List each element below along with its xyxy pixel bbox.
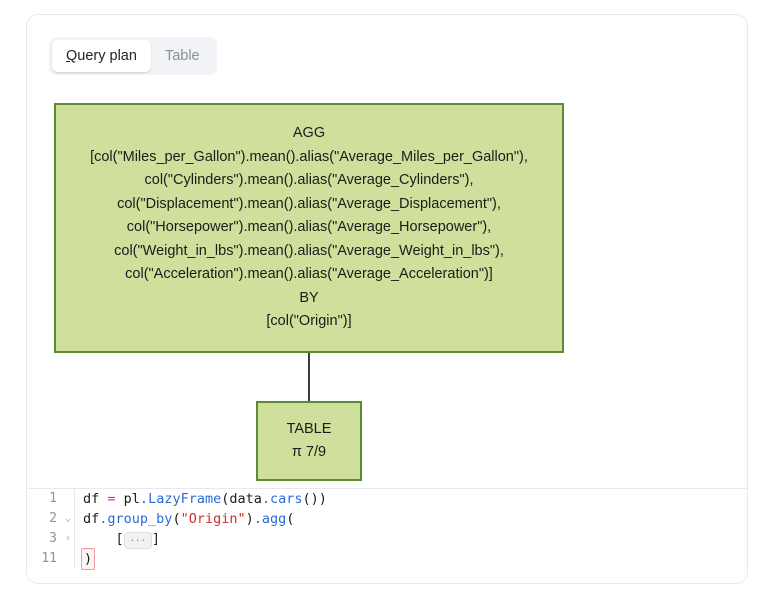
code-line-3-text: [...] [83,529,160,549]
code-token: cars [270,491,303,507]
matching-bracket: ) [81,548,96,570]
code-line: 3 › [...] [27,529,747,549]
agg-node-expr-5: col("Weight_in_lbs").mean().alias("Avera… [114,242,504,259]
line-number: 3 [49,531,57,546]
agg-node-by-keyword: BY [299,289,319,306]
code-token: [ [83,531,124,547]
code-token: . [253,511,262,527]
collapsed-code-widget[interactable]: ... [123,532,152,549]
code-token: (data [221,491,262,507]
plan-node-table[interactable]: TABLE π 7/9 [256,401,362,481]
fold-expand-icon[interactable]: › [64,533,72,544]
code-line: 1 df = pl.LazyFrame(data.cars()) [27,489,747,509]
line-number: 2 [49,511,57,526]
line-number: 1 [49,491,57,506]
code-line-11-text: ) [81,548,96,570]
code-token: ) [245,511,254,527]
agg-node-title: AGG [292,125,326,142]
code-token: ( [172,511,181,527]
tab-query-plan-label: uery plan [77,47,137,64]
view-tabs: Query plan Table [49,37,217,75]
code-token: pl [115,491,140,507]
code-token: . [139,491,149,507]
gutter-separator [74,549,75,569]
code-line: 2 ⌄ df.group_by("Origin").agg( [27,509,747,529]
code-token: agg [261,511,287,527]
code-token: df [83,491,108,507]
line-number: 11 [41,551,57,566]
table-node-projection: π 7/9 [291,444,327,460]
code-token: ( [286,511,295,527]
code-token: "Origin" [180,511,246,527]
tab-query-plan-accesskey: Q [66,47,78,64]
code-line-2-text: df.group_by("Origin").agg( [83,509,294,529]
code-token: group_by [107,511,173,527]
code-token: ] [151,531,161,547]
tab-table[interactable]: Table [164,47,200,64]
gutter-separator [74,529,75,549]
query-plan-canvas: AGG [col("Miles_per_Gallon").mean().alia… [27,89,747,489]
query-plan-card: Query plan Table AGG [col("Miles_per_Gal… [26,14,748,584]
code-editor[interactable]: 1 df = pl.LazyFrame(data.cars()) 2 ⌄ df.… [27,489,747,583]
code-token: = [107,491,116,507]
code-token: df [83,511,100,527]
tab-query-plan[interactable]: Query plan [52,39,151,73]
code-line: 11 ) [27,548,747,570]
agg-node-expr-6: col("Acceleration").mean().alias("Averag… [125,266,493,283]
plan-node-agg[interactable]: AGG [col("Miles_per_Gallon").mean().alia… [54,103,564,353]
gutter-separator [74,509,75,529]
code-token: ()) [302,491,327,507]
gutter-separator [74,489,75,509]
agg-node-expr-1: [col("Miles_per_Gallon").mean().alias("A… [90,148,528,165]
agg-node-expr-3: col("Displacement").mean().alias("Averag… [117,195,501,212]
code-line-1-text: df = pl.LazyFrame(data.cars()) [83,489,327,509]
plan-connector-line [308,353,310,402]
agg-node-expr-4: col("Horsepower").mean().alias("Average_… [126,219,492,236]
editor-divider [27,488,747,489]
agg-node-by-expr: [col("Origin")] [266,313,352,330]
table-node-title: TABLE [286,420,332,437]
agg-node-expr-2: col("Cylinders").mean().alias("Average_C… [144,172,474,189]
code-token: . [261,491,270,507]
code-token: . [99,511,108,527]
fold-collapse-icon[interactable]: ⌄ [64,513,72,524]
code-token: LazyFrame [148,491,222,507]
